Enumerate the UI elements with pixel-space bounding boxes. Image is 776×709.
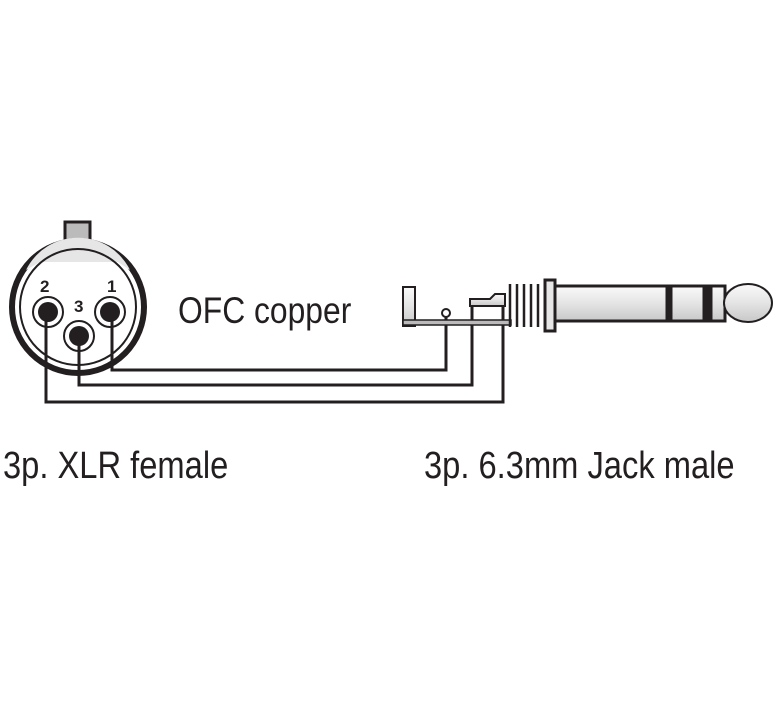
pin-2 xyxy=(32,296,64,328)
jack-male-connector xyxy=(402,278,773,333)
pin-1-label: 1 xyxy=(107,277,116,296)
pin-3-label: 3 xyxy=(74,297,83,316)
wire-pin2-sleeve xyxy=(44,303,505,404)
wire-pin1-tip xyxy=(110,316,448,372)
pin-1 xyxy=(94,296,126,328)
cable-type-label: OFC copper xyxy=(178,290,352,331)
wire-pin3-ring xyxy=(77,300,474,387)
xlr-connector-label: 3p. XLR female xyxy=(3,445,229,487)
wires xyxy=(44,300,505,404)
jack-connector-label: 3p. 6.3mm Jack male xyxy=(424,445,735,487)
pin-2-label: 2 xyxy=(40,277,49,296)
